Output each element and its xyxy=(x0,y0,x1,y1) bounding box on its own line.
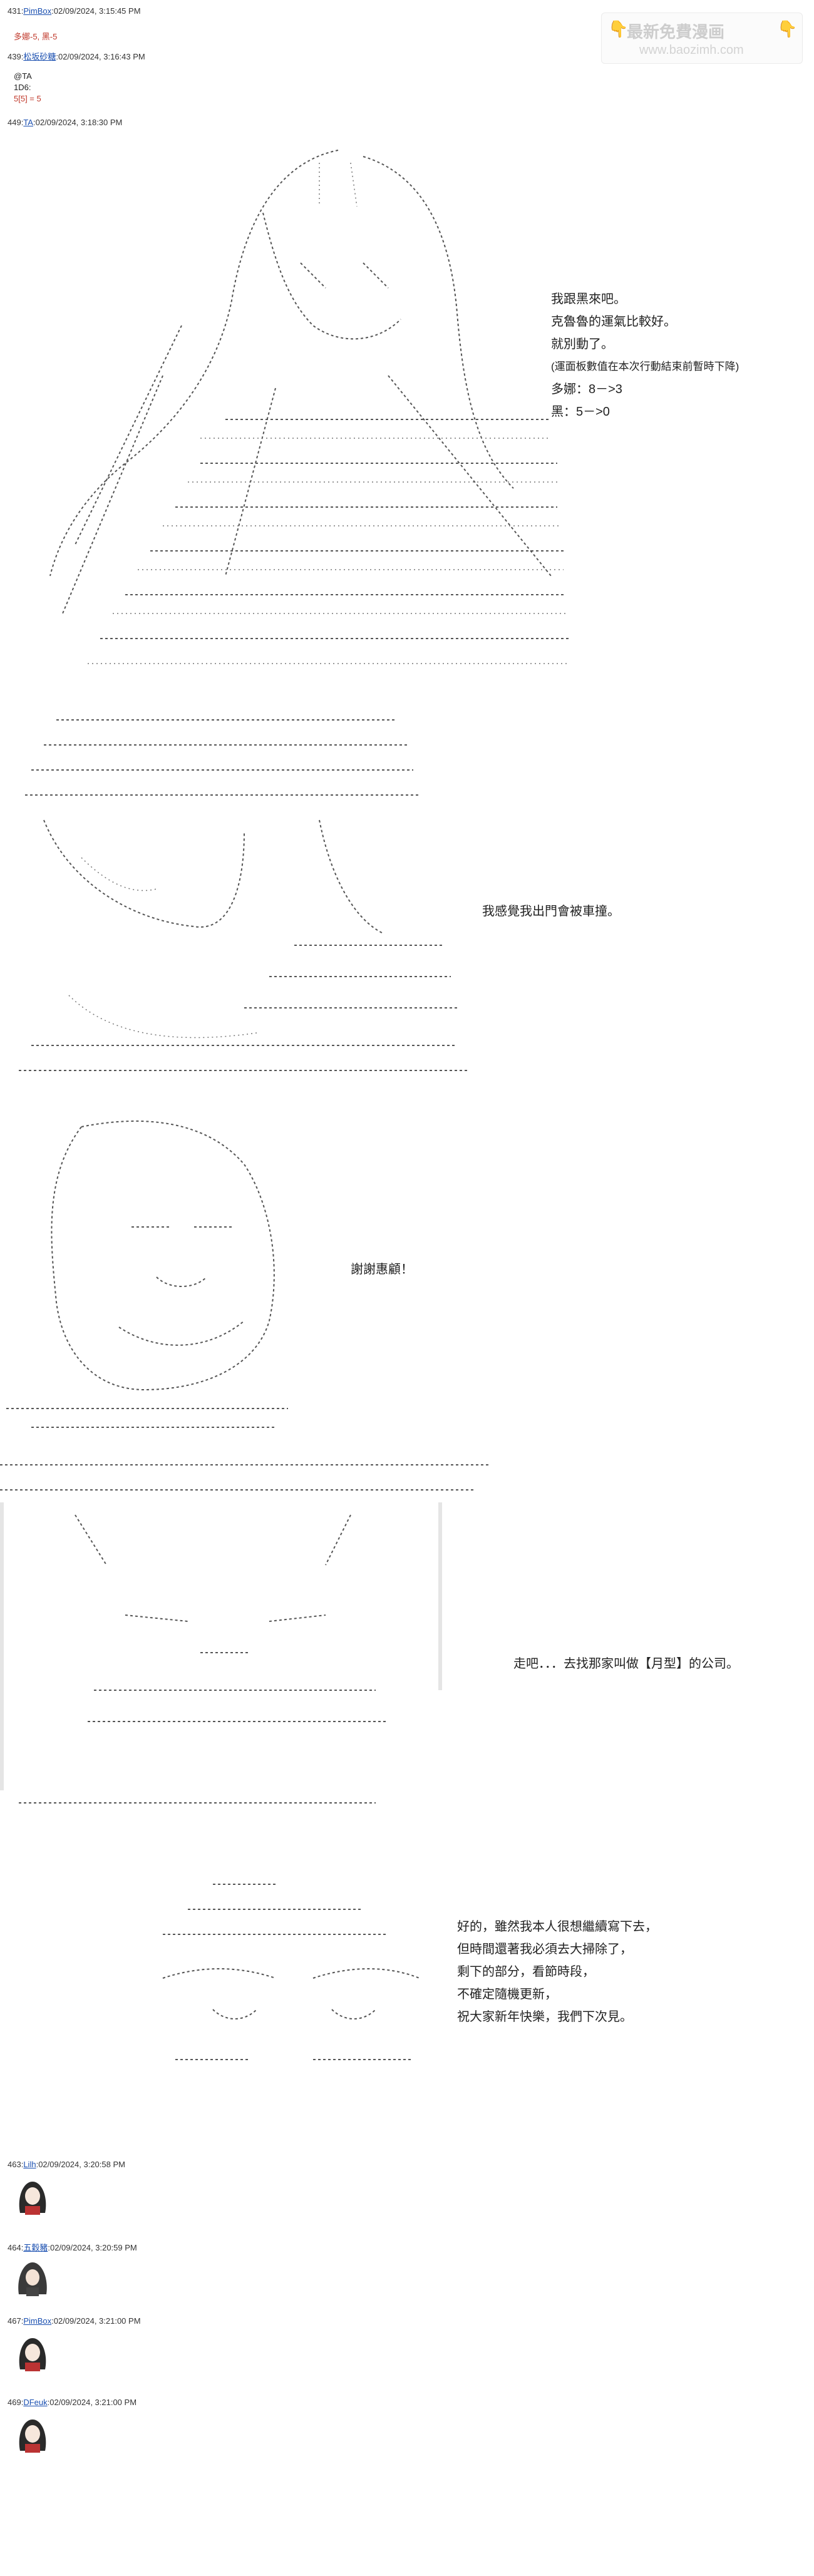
dialogue-caption: 好的，雖然我本人很想繼續寫下去， 但時間還著我必須去大掃除了， 剩下的部分，看節… xyxy=(457,1920,657,2024)
post-body: 1D6: xyxy=(14,83,31,92)
poster-name-link[interactable]: 松坂砂糖 xyxy=(23,52,56,61)
dialogue-caption: 謝謝惠顧！ xyxy=(351,1263,413,1276)
dice-result: 5[5] = 5 xyxy=(14,94,41,103)
avatar xyxy=(14,2178,51,2216)
post-header: 464:五穀豬:02/09/2024, 3:20:59 PM xyxy=(8,2243,137,2252)
avatar xyxy=(14,2260,51,2297)
post-header: 469:DFeuk:02/09/2024, 3:21:00 PM xyxy=(8,2398,137,2407)
avatar xyxy=(14,2416,51,2454)
ascii-art-figure-waving xyxy=(125,1872,451,2085)
post-header: 449:TA:02/09/2024, 3:18:30 PM xyxy=(8,118,123,127)
post-header: 439:松坂砂糖:02/09/2024, 3:16:43 PM xyxy=(8,52,145,61)
poster-name-link[interactable]: Lilh xyxy=(23,2160,36,2169)
dialogue-caption: 我跟黑來吧。 克魯魯的運氣比較好。 就別動了。 (運面板數值在本次行動結束前暫時… xyxy=(551,292,739,419)
post-body: 多娜-5, 黑-5 xyxy=(14,32,58,41)
pointing-hand-icon: 👇 xyxy=(608,19,629,38)
poster-name-link[interactable]: DFeuk xyxy=(23,2398,48,2407)
poster-name-link[interactable]: PimBox xyxy=(23,6,52,16)
avatar xyxy=(14,2335,51,2373)
dialogue-caption: 我感覺我出門會被車撞。 xyxy=(482,905,620,918)
post-header: 431:PimBox:02/09/2024, 3:15:45 PM xyxy=(8,6,141,16)
ascii-art-figure-hat xyxy=(6,695,482,1096)
ascii-art-figure-walking xyxy=(0,1452,488,1828)
post-header: 467:PimBox:02/09/2024, 3:21:00 PM xyxy=(8,2316,141,2326)
watermark-url: www.baozimh.com xyxy=(639,43,744,57)
ascii-art-figure-shopkeeper xyxy=(6,1114,332,1440)
dialogue-caption: 走吧．．．去找那家叫做【月型】的公司。 xyxy=(513,1657,739,1671)
poster-name-link[interactable]: PimBox xyxy=(23,2316,52,2326)
watermark: 👇 最新免費漫画 👇 www.baozimh.com xyxy=(601,13,803,64)
post-header: 463:Lilh:02/09/2024, 3:20:58 PM xyxy=(8,2160,125,2169)
watermark-title: 最新免費漫画 xyxy=(627,23,725,41)
poster-name-link[interactable]: 五穀豬 xyxy=(23,2243,48,2252)
pointing-hand-icon: 👇 xyxy=(777,19,798,38)
post-body: @TA xyxy=(14,71,32,81)
ascii-art-figure-longhair xyxy=(38,138,576,689)
poster-name-link[interactable]: TA xyxy=(23,118,33,127)
